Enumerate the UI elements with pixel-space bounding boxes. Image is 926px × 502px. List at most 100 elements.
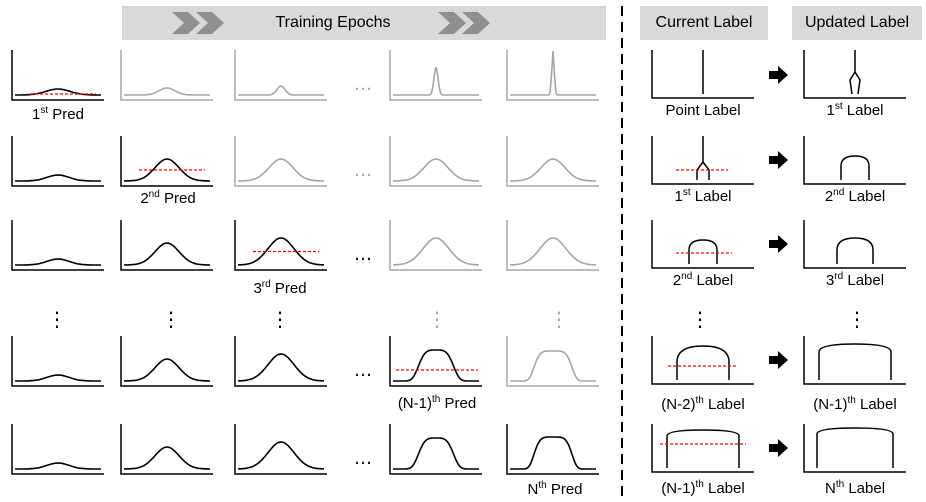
plot-axes <box>234 50 327 101</box>
distribution-curve <box>509 158 597 182</box>
label-shape <box>816 427 894 468</box>
updated-label-caption: Nth Label <box>825 479 885 498</box>
label-shape <box>688 239 718 264</box>
plot-axes <box>120 220 213 271</box>
arrow-right-icon <box>769 66 788 84</box>
plot-axes <box>234 424 327 475</box>
plot-axes <box>234 220 327 271</box>
distribution-curve <box>15 258 101 266</box>
vertical-dots: ⋮ <box>847 307 867 331</box>
plot-axes <box>651 424 754 473</box>
plot-axes <box>803 336 906 385</box>
plot-axes <box>389 220 482 271</box>
plot-axes <box>389 50 482 101</box>
plot-axes <box>803 136 906 185</box>
caption-main: (N-1) <box>661 480 696 497</box>
caption-tail: Label <box>855 396 897 413</box>
updated-label-caption: 3rd Label <box>826 271 884 290</box>
caption-superscript: th <box>431 394 441 405</box>
caption-tail: Label <box>690 188 732 205</box>
distribution-curve <box>123 446 211 470</box>
plot-axes <box>120 424 213 475</box>
current-label-title: Current Label <box>655 14 753 31</box>
distribution-curve <box>393 437 479 470</box>
distribution-curve <box>237 441 325 470</box>
training-epochs-header-bar <box>122 6 606 40</box>
training-epochs-title: Training Epochs <box>275 14 391 31</box>
caption-superscript: nd <box>148 189 160 200</box>
chevron-left-icon <box>172 12 224 34</box>
arrow-right-icon <box>769 439 788 457</box>
plot-axes <box>11 336 104 387</box>
vertical-dots: ⋮ <box>161 307 181 331</box>
updated-label-title: Updated Label <box>804 14 910 31</box>
plot-axes <box>651 136 754 185</box>
caption-tail: Pred <box>48 106 84 123</box>
caption-main: (N-2) <box>661 396 696 413</box>
distribution-curve <box>510 350 596 382</box>
label-shape <box>836 237 874 264</box>
caption-main: (N-1) <box>813 396 848 413</box>
arrow-right-icon <box>769 351 788 369</box>
caption-superscript: th <box>847 395 856 406</box>
caption-main: 3 <box>253 280 262 297</box>
label-shape <box>849 50 861 95</box>
current-label-header-bar <box>640 6 768 40</box>
distribution-curve <box>237 353 325 382</box>
updated-label-caption: 2nd Label <box>825 188 885 206</box>
plot-axes <box>803 220 906 269</box>
ellipsis-mark: … <box>354 244 372 265</box>
label-shape <box>666 429 740 468</box>
plot-axes <box>803 50 906 99</box>
caption-main: 2 <box>672 272 682 289</box>
distribution-curve <box>123 242 211 266</box>
distribution-curve <box>15 88 101 96</box>
chevron-right-icon <box>438 12 490 34</box>
caption-superscript: st <box>682 187 691 198</box>
label-shape <box>676 345 730 380</box>
caption-superscript: th <box>835 479 845 490</box>
plot-axes <box>11 424 104 475</box>
distribution-curve <box>392 158 480 182</box>
vertical-dots: ⋮ <box>427 307 447 331</box>
caption-main: 1 <box>674 188 683 205</box>
prediction-caption: 3rd Pred <box>253 280 307 298</box>
arrow-right-icon <box>769 235 788 253</box>
distribution-curve <box>238 85 324 96</box>
plot-axes <box>120 336 213 387</box>
vertical-dots: ⋮ <box>47 307 67 331</box>
caption-tail: Label <box>692 272 734 289</box>
updated-label-caption: (N-1)th Label <box>813 395 897 414</box>
ellipsis-mark: … <box>354 74 372 95</box>
plot-axes <box>506 136 599 187</box>
distribution-curve <box>123 358 211 382</box>
vertical-dots: ⋮ <box>270 307 290 331</box>
distribution-curve <box>237 237 325 266</box>
distribution-curve <box>510 436 596 470</box>
caption-superscript: th <box>538 480 547 491</box>
plot-axes <box>11 50 104 101</box>
caption-superscript: rd <box>834 271 844 282</box>
plot-axes <box>389 336 482 387</box>
label-shape <box>818 343 892 380</box>
caption-superscript: nd <box>681 271 693 282</box>
plot-axes <box>120 50 213 101</box>
prediction-caption: 1st Pred <box>32 105 84 124</box>
caption-superscript: st <box>40 105 49 116</box>
plots-layer: ……………⋮⋮⋮⋮⋮⋮⋮ <box>11 50 906 475</box>
plot-axes <box>506 424 599 475</box>
distribution-curve <box>393 66 479 96</box>
prediction-caption: (N-1)th Pred <box>398 394 476 413</box>
caption-tail: Pred <box>270 280 307 297</box>
plot-axes <box>803 424 906 473</box>
current-label-caption: Point Label <box>665 102 740 119</box>
caption-tail: Label <box>703 480 745 497</box>
caption-tail: Label <box>842 102 884 119</box>
caption-main: N <box>527 481 539 498</box>
caption-main: Point Label <box>665 102 741 119</box>
distribution-curve <box>509 237 597 266</box>
plot-axes <box>234 136 327 187</box>
